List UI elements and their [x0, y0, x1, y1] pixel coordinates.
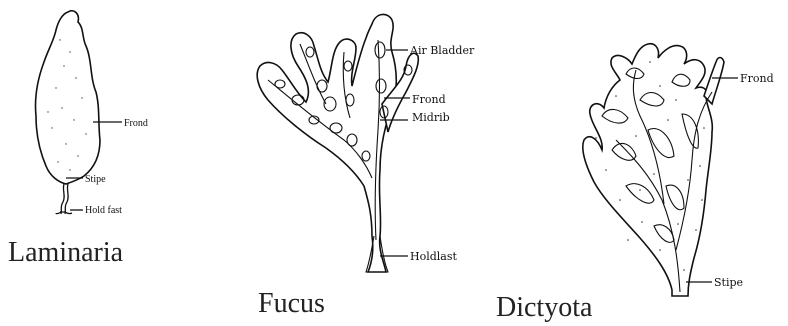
- fucus-midrib-label: Midrib: [412, 111, 450, 124]
- laminaria-holdfast-label: Hold fast: [85, 205, 122, 216]
- laminaria-frond-shape: [35, 11, 100, 184]
- fucus-frond-label: Frond: [412, 93, 446, 106]
- laminaria-stipe-shape: [61, 184, 64, 214]
- fucus-holdfast-label: Holdlast: [410, 250, 457, 263]
- fucus-drawing: Air Bladder Frond Midrib Holdlast Fucus: [257, 14, 475, 319]
- fucus-title: Fucus: [258, 288, 325, 319]
- dictyota-stipe-label: Stipe: [714, 276, 743, 289]
- dictyota-title: Dictyota: [496, 292, 593, 323]
- dictyota-frond-label: Frond: [740, 72, 774, 85]
- laminaria-holdfast-shape: [56, 212, 72, 214]
- laminaria-stipe-label: Stipe: [85, 174, 106, 185]
- dictyota-drawing: Frond Stipe Dictyota: [496, 44, 774, 323]
- laminaria-title: Laminaria: [8, 237, 124, 268]
- dictyota-frond-shape: [583, 44, 713, 296]
- laminaria-frond-label: Frond: [124, 118, 148, 129]
- laminaria-drawing: Frond Stipe Hold fast Laminaria: [8, 11, 148, 268]
- fucus-air-bladder-label: Air Bladder: [409, 44, 475, 57]
